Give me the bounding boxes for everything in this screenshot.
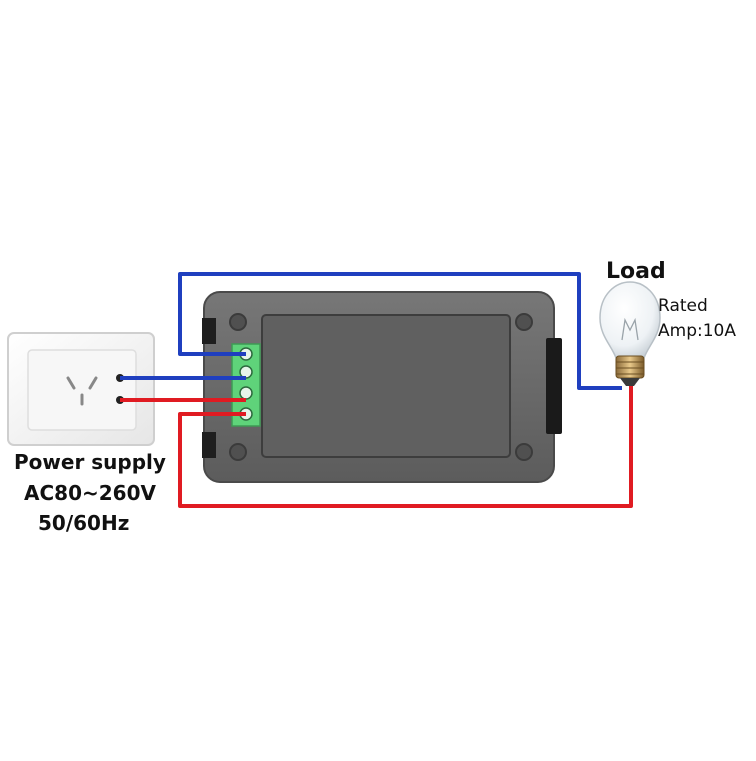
neutral-wire xyxy=(120,272,622,390)
light-bulb-icon xyxy=(599,281,661,386)
live-wire xyxy=(120,382,633,508)
power-meter-icon xyxy=(202,291,562,483)
load-label: Load xyxy=(606,259,666,284)
voltage-label: AC80~260V xyxy=(24,481,156,505)
rated-amp-label: Amp:10A xyxy=(658,321,736,341)
wall-socket-icon xyxy=(7,332,155,446)
frequency-label: 50/60Hz xyxy=(38,511,130,535)
power-supply-label: Power supply xyxy=(14,450,166,474)
screw-icon xyxy=(229,313,533,461)
rated-label: Rated xyxy=(658,296,708,316)
